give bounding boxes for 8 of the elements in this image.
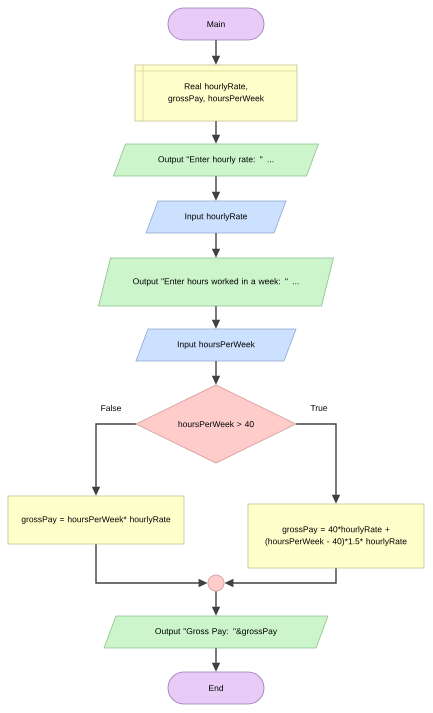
terminator: Main bbox=[168, 8, 264, 40]
declaration-box: Real hourlyRate, grossPay, hoursPerWeek bbox=[134, 64, 298, 122]
process-box: grossPay = 40*hourlyRate + (hoursPerWeek - 40)*1.5* hourlyRate bbox=[248, 504, 424, 568]
connector-circle bbox=[208, 574, 224, 592]
process-box: grossPay = hoursPerWeek* hourlyRate bbox=[8, 496, 184, 544]
edge-label: False bbox=[100, 404, 122, 412]
terminator: End bbox=[168, 672, 264, 704]
edge-label: True bbox=[309, 404, 329, 412]
